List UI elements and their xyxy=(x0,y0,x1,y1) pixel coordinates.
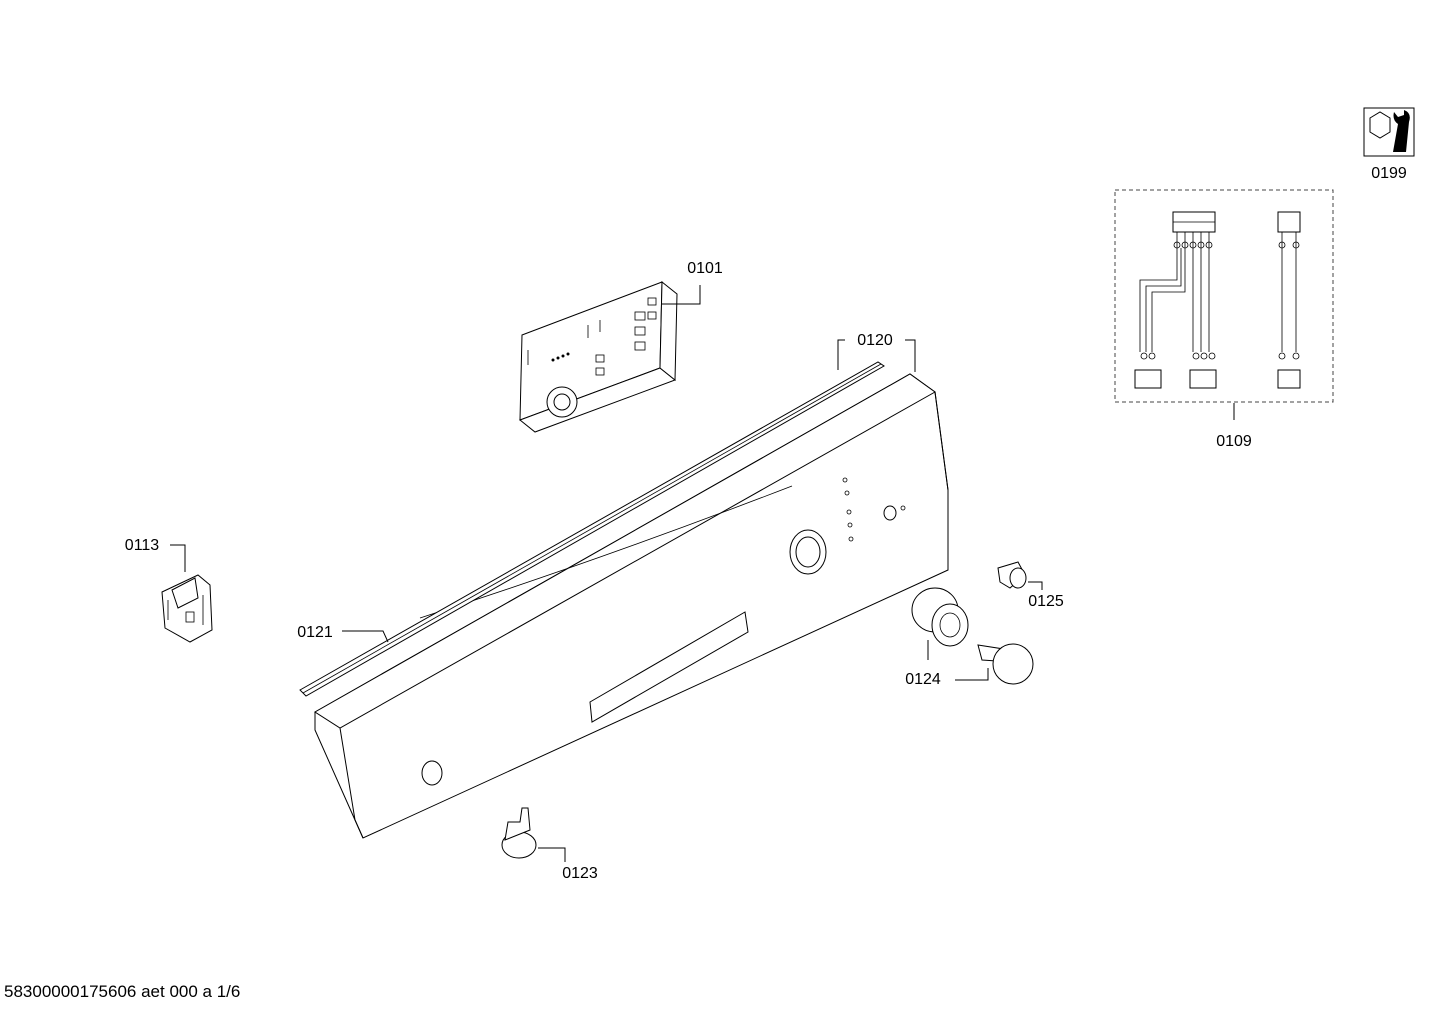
part-label-0124: 0124 xyxy=(905,671,941,688)
control-module-0101 xyxy=(518,280,701,433)
trim-strip-0121 xyxy=(299,361,885,697)
bracket-0113 xyxy=(161,544,213,643)
part-label-0123: 0123 xyxy=(562,865,598,882)
wire-harness-0109 xyxy=(1114,189,1334,420)
part-label-0109: 0109 xyxy=(1216,433,1252,450)
part-label-0101: 0101 xyxy=(687,260,723,277)
part-label-0113: 0113 xyxy=(125,537,160,554)
service-wrench-icon xyxy=(1363,107,1415,157)
part-label-0121: 0121 xyxy=(297,624,333,641)
control-panel-fascia-0120 xyxy=(314,339,949,839)
document-id: 58300000175606 aet 000 a 1/6 xyxy=(4,982,241,1001)
cap-0125 xyxy=(997,561,1043,590)
knob-assembly-0124 xyxy=(911,587,1034,685)
part-label-0125: 0125 xyxy=(1028,593,1064,610)
part-label-0120: 0120 xyxy=(857,332,893,349)
switch-0123 xyxy=(501,807,566,862)
part-label-0199: 0199 xyxy=(1371,165,1407,182)
